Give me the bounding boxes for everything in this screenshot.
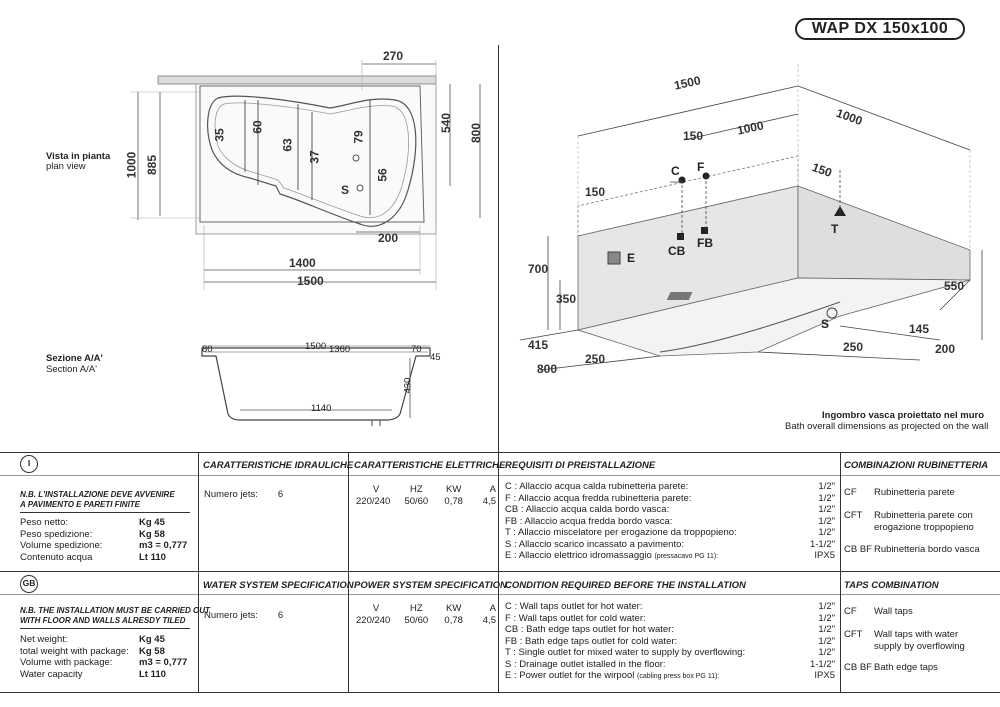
hdr-taps-gb: TAPS COMBINATION xyxy=(844,580,939,591)
dim-79: 79 xyxy=(351,130,366,144)
dim-200: 200 xyxy=(378,231,399,245)
dim-800: 800 xyxy=(469,122,484,144)
sec-dim-1360: 1360 xyxy=(329,344,351,355)
iso-dim-150a: 150 xyxy=(683,129,704,143)
sec-dim-70: 70 xyxy=(411,344,422,355)
divider xyxy=(498,45,499,452)
iso-drawing xyxy=(519,64,983,371)
dim-1000: 1000 xyxy=(124,151,139,179)
code-CB: CB xyxy=(668,244,686,258)
sec-dim-430: 430 xyxy=(402,377,414,394)
dim-35: 35 xyxy=(212,128,227,142)
sec-dim-80: 80 xyxy=(202,344,213,355)
sec-dim-1140: 1140 xyxy=(311,403,332,414)
requirements-it: C : Allaccio acqua calda rubinetteria pa… xyxy=(505,481,835,561)
table-top-line xyxy=(0,452,1000,453)
dim-885: 885 xyxy=(145,154,160,176)
model-title: WAP DX 150x100 xyxy=(795,18,965,40)
note-it-1: N.B. L'INSTALLAZIONE DEVE AVVENIRE xyxy=(20,490,175,499)
iso-dim-200: 200 xyxy=(935,342,956,356)
code-T: T xyxy=(831,222,839,236)
dim-270: 270 xyxy=(383,49,404,63)
iso-dim-415: 415 xyxy=(528,338,549,352)
code-FB: FB xyxy=(697,236,713,250)
dim-540: 540 xyxy=(439,112,454,134)
flag-it: I xyxy=(20,455,38,473)
iso-dim-700: 700 xyxy=(528,262,549,276)
note-gb-1: N.B. THE INSTALLATION MUST BE CARRIED OU… xyxy=(20,606,210,615)
iso-dim-150c: 150 xyxy=(585,185,606,199)
iso-caption-it: Ingombro vasca proiettato nel muro xyxy=(822,410,985,421)
dim-1400: 1400 xyxy=(289,256,316,270)
hdr-power-gb: POWER SYSTEM SPECIFICATION xyxy=(354,580,507,591)
iso-dim-145: 145 xyxy=(909,322,930,336)
jets-it: Numero jets:6 xyxy=(204,489,284,500)
jets-gb: Numero jets:6 xyxy=(204,610,284,621)
hdr-water-it: CARATTERISTICHE IDRAULICHE xyxy=(203,460,354,471)
plan-label-it: Vista in pianta xyxy=(46,151,111,162)
iso-dim-550: 550 xyxy=(944,279,965,293)
note-it-2: A PAVIMENTO E PARETI FINITE xyxy=(20,500,141,509)
requirements-gb: C : Wall taps outlet for hot water:1/2" … xyxy=(505,601,835,681)
hdr-power-it: CARATTERISTICHE ELETTRICHE xyxy=(354,460,506,471)
sec-dim-45: 45 xyxy=(430,352,441,363)
hdr-taps-it: COMBINAZIONI RUBINETTERIA xyxy=(844,460,989,471)
iso-dim-250a: 250 xyxy=(585,352,606,366)
note-gb-2: WITH FLOOR AND WALLS ALRESDY TILED xyxy=(20,616,186,625)
sec-dim-1500: 1500 xyxy=(305,341,327,352)
plan-label-en: plan view xyxy=(46,161,86,172)
code-F: F xyxy=(697,160,705,174)
dim-37: 37 xyxy=(307,150,322,164)
dim-1500: 1500 xyxy=(297,274,324,288)
code-S: S xyxy=(821,317,830,331)
dim-56: 56 xyxy=(375,168,390,182)
iso-dim-800: 800 xyxy=(537,362,558,376)
code-E: E xyxy=(627,251,636,265)
drain-label: S xyxy=(341,183,350,197)
dim-60: 60 xyxy=(250,120,265,134)
section-label-en: Section A/A' xyxy=(46,364,97,375)
weights-it: Peso netto:Kg 45 Peso spedizione:Kg 58 V… xyxy=(20,517,188,563)
dim-63: 63 xyxy=(280,138,295,152)
hdr-req-gb: CONDITION REQUIRED BEFORE THE INSTALLATI… xyxy=(505,580,746,591)
iso-caption-en: Bath overall dimensions as projected on … xyxy=(785,421,989,432)
iso-dim-350: 350 xyxy=(556,292,577,306)
plan-drawing xyxy=(130,60,481,426)
hdr-req-it: REQUISITI DI PREISTALLAZIONE xyxy=(505,460,656,471)
flag-gb: GB xyxy=(20,575,38,593)
iso-dim-250b: 250 xyxy=(843,340,864,354)
weights-gb: Net weight:Kg 45 total weight with packa… xyxy=(20,634,188,680)
hdr-water-gb: WATER SYSTEM SPECIFICATION xyxy=(203,580,354,591)
code-C: C xyxy=(671,164,680,178)
section-label-it: Sezione A/A' xyxy=(46,353,103,364)
